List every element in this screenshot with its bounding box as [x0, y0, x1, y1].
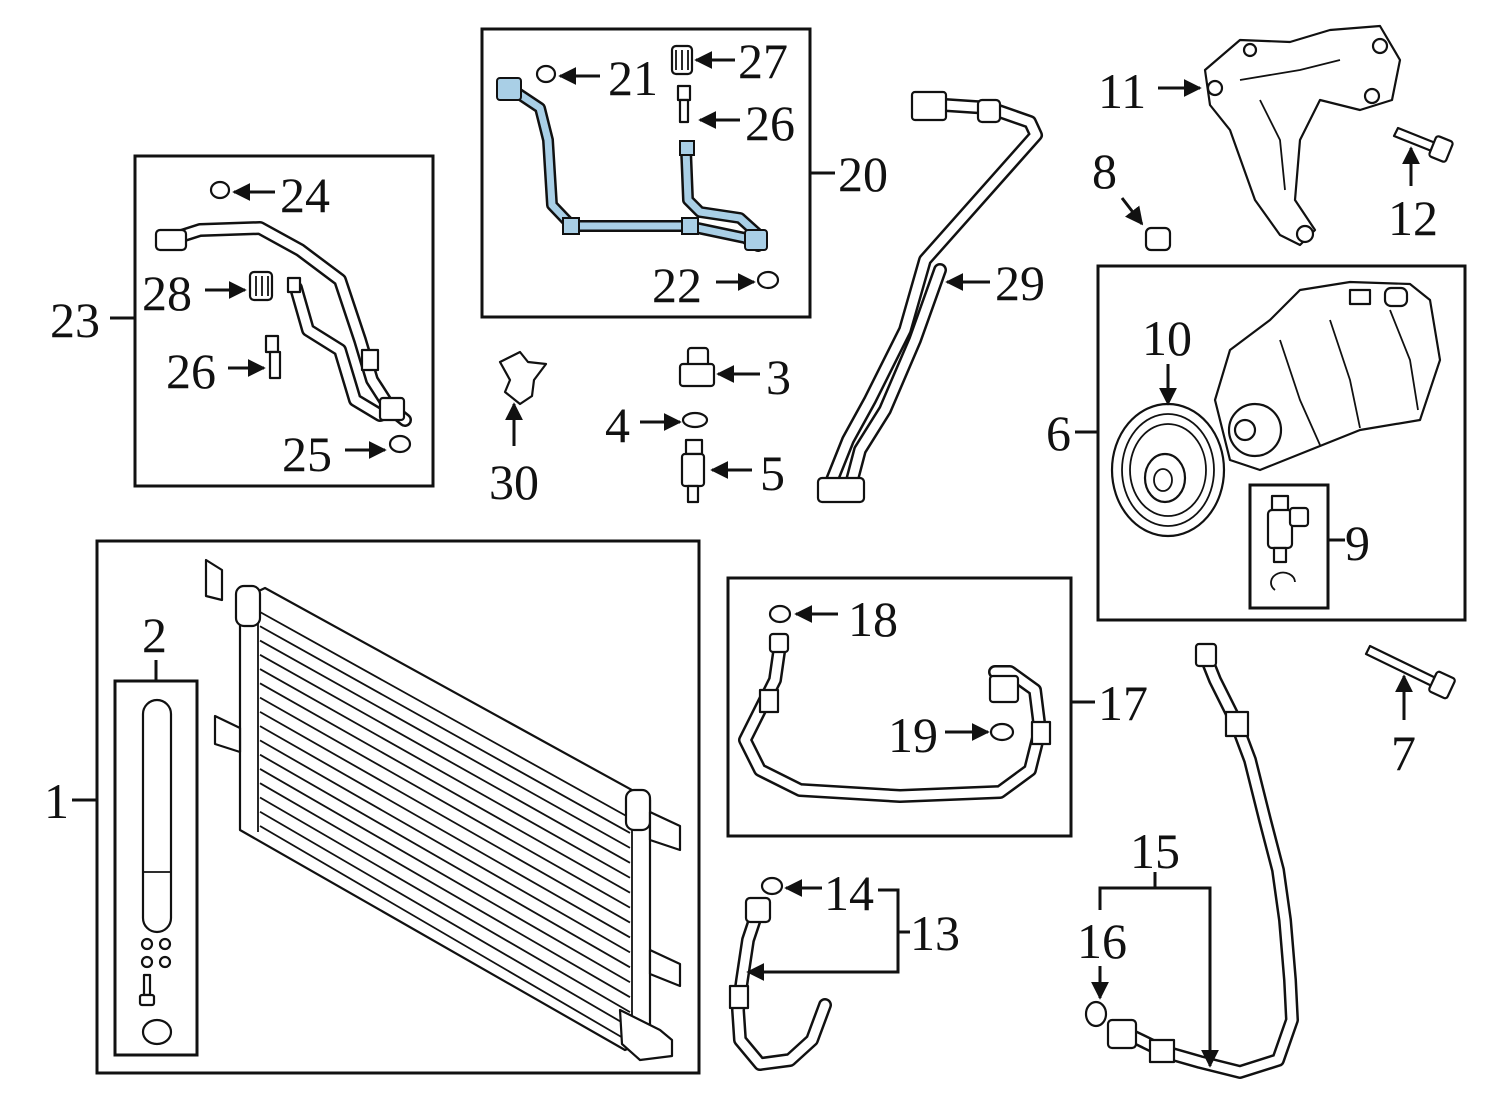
ac-line-17-icon	[738, 632, 1052, 803]
box-9	[1248, 483, 1330, 610]
highlighted-ac-line-20[interactable]	[496, 77, 768, 252]
callout-24[interactable]: 24	[280, 167, 330, 223]
callout-5[interactable]: 5	[760, 445, 785, 501]
o-ring-4-icon	[681, 411, 709, 429]
callout-26-box20[interactable]: 26	[745, 95, 795, 151]
condenser-fin	[259, 753, 631, 969]
callout-19[interactable]: 19	[888, 707, 938, 763]
box-23	[133, 154, 435, 488]
callout-29[interactable]: 29	[995, 255, 1045, 311]
bolt-12-icon	[1392, 126, 1454, 163]
callout-26-box23[interactable]: 26	[166, 343, 216, 399]
condenser-fin	[259, 711, 631, 924]
callout-20[interactable]: 20	[838, 146, 888, 202]
part-group-6: 6 10 9	[1046, 264, 1467, 622]
callout-8[interactable]: 8	[1092, 143, 1117, 199]
valve-core-26-icon	[264, 334, 282, 380]
callout-14[interactable]: 14	[824, 865, 874, 921]
callout-23[interactable]: 23	[50, 292, 100, 348]
clutch-pulley-10-icon	[1110, 402, 1226, 538]
callout-22[interactable]: 22	[652, 257, 702, 313]
callout-30[interactable]: 30	[489, 454, 539, 510]
callout-13[interactable]: 13	[910, 905, 960, 961]
condenser-fin	[259, 611, 631, 819]
part-group-17: 17 18 19	[726, 576, 1148, 838]
callout-3[interactable]: 3	[766, 349, 791, 405]
valve-core-26-icon	[676, 84, 692, 124]
compressor-body-icon	[1213, 280, 1442, 472]
callout-1[interactable]: 1	[44, 773, 69, 829]
condenser-fin	[259, 639, 631, 849]
callout-18[interactable]: 18	[848, 591, 898, 647]
condenser-fin	[259, 810, 631, 1028]
compressor-bracket-11-icon	[1203, 24, 1402, 247]
part-group-1: 1 2	[44, 539, 701, 1075]
box-17	[726, 576, 1073, 838]
callout-16[interactable]: 16	[1077, 913, 1127, 969]
callout-21[interactable]: 21	[608, 50, 658, 106]
callout-15[interactable]: 15	[1130, 823, 1180, 879]
part-group-20: 20 21 27 26 22	[480, 27, 888, 319]
bracket-30-icon	[498, 350, 548, 406]
pressure-switch-3-icon	[678, 346, 716, 388]
valve-cap-28-icon	[248, 270, 274, 302]
condenser-fin	[259, 668, 631, 879]
part-group-23: 23 24 28 26 25	[50, 154, 435, 488]
condenser-fin	[259, 768, 631, 984]
o-ring-14-icon	[760, 876, 784, 896]
condenser-fin	[259, 625, 631, 834]
box-1	[95, 539, 701, 1075]
condenser-1-icon	[204, 558, 682, 1062]
o-ring-24-icon	[209, 180, 231, 200]
callout-17[interactable]: 17	[1098, 675, 1148, 731]
o-ring-18-icon	[768, 604, 792, 624]
callout-11[interactable]: 11	[1098, 63, 1146, 119]
valve-cap-27-icon	[670, 44, 694, 76]
o-ring-25-icon	[388, 434, 412, 454]
o-ring-22-icon	[756, 270, 780, 290]
bushing-8-icon	[1144, 226, 1172, 252]
valve-5-icon	[680, 438, 706, 504]
condenser-fin	[259, 725, 631, 939]
condenser-fin	[259, 696, 631, 909]
condenser-fin	[259, 825, 631, 1043]
receiver-drier-2-icon	[138, 698, 173, 1046]
callout-7[interactable]: 7	[1391, 725, 1416, 781]
o-ring-19-icon	[989, 722, 1015, 742]
callout-9[interactable]: 9	[1345, 515, 1370, 571]
ac-line-29-icon	[816, 90, 1043, 504]
arrow-8	[1120, 197, 1144, 226]
condenser-fin	[259, 682, 631, 894]
callout-27[interactable]: 27	[738, 33, 788, 89]
bolt-7-icon	[1364, 644, 1456, 700]
o-ring-16-icon	[1084, 1000, 1108, 1028]
callout-12[interactable]: 12	[1388, 190, 1438, 246]
o-ring-21-icon	[535, 64, 557, 84]
box-6	[1096, 264, 1467, 622]
condenser-fin	[259, 654, 631, 864]
condenser-fin	[259, 782, 631, 998]
callout-10[interactable]: 10	[1142, 310, 1192, 366]
condenser-fin	[259, 796, 631, 1013]
ac-line-23-icon	[154, 221, 412, 427]
ac-line-13-icon	[728, 896, 832, 1071]
callout-25[interactable]: 25	[282, 426, 332, 482]
callout-6[interactable]: 6	[1046, 405, 1071, 461]
control-valve-9-icon	[1266, 494, 1310, 591]
callout-28[interactable]: 28	[142, 265, 192, 321]
callout-4[interactable]: 4	[605, 397, 630, 453]
callout-2[interactable]: 2	[142, 607, 167, 663]
condenser-fin	[259, 739, 631, 954]
